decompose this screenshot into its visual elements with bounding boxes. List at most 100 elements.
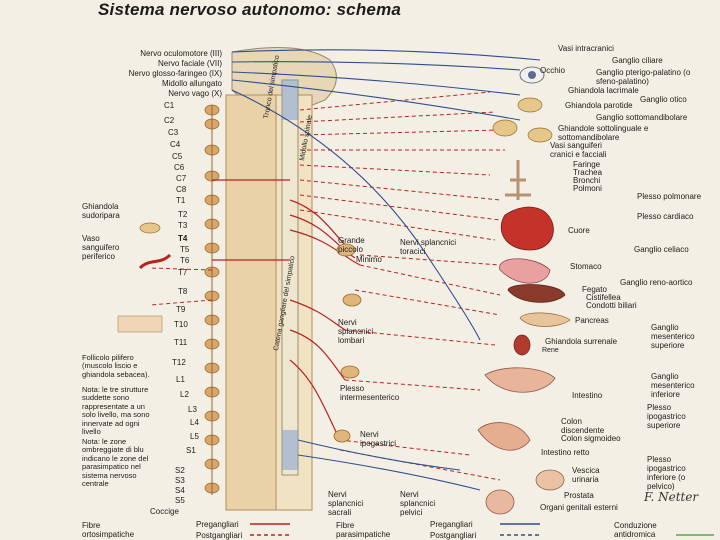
label-vago: Nervo vago (X) (168, 89, 222, 98)
label-nervi-splancnici-pelvici: Nervi splancnici pelvici (400, 490, 436, 517)
label-stomaco: Stomaco (570, 262, 602, 271)
label-trachea: Trachea (573, 168, 603, 177)
label-minimo: Minimo (356, 255, 382, 264)
label-prostata: Prostata (564, 491, 594, 500)
label-piccolo: piccolo (338, 245, 363, 254)
label-vasi-cranici: Vasi sanguiferi cranici e facciali (550, 141, 607, 159)
label-ganglio-celiaco: Ganglio celiaco (634, 245, 689, 254)
level-label: C3 (168, 128, 179, 137)
label-ganglio-mesenterico-superiore: Ganglio mesenterico superiore (651, 323, 695, 350)
level-label: C2 (164, 116, 175, 125)
label-nervi-splancnici-sacrali: Nervi splancnici sacrali (328, 490, 364, 517)
level-label: L3 (188, 405, 197, 414)
level-label: T1 (176, 196, 186, 205)
label-ghiandola-sudoripara: Ghiandola sudoripara (82, 202, 120, 220)
label-glossofaringeo: Nervo glosso-faringeo (IX) (128, 69, 222, 78)
label-ghiandole-sottolinguale: Ghiandole sottolinguale e sottomandibola… (558, 124, 649, 142)
level-label: C4 (170, 140, 181, 149)
label-occhio: Occhio (540, 66, 565, 75)
label-polmoni: Polmoni (573, 184, 602, 193)
label-ghiandola-parotide: Ghiandola parotide (565, 101, 633, 110)
label-follicolo: Follicolo pilifero (muscolo liscio e ghi… (82, 353, 150, 379)
label-fegato: Fegato (582, 285, 607, 294)
label-plesso-ipogastrico-superiore: Plesso ipogastrico superiore (647, 403, 686, 430)
label-faringe: Faringe (573, 160, 601, 169)
label-plesso-intermesenterico: Plesso intermesenterico (340, 384, 400, 402)
label-ganglio-pterigo: Ganglio pterigo-palatino (o sfeno-palati… (596, 68, 691, 86)
label-cistifellea: Cistifellea (586, 293, 621, 302)
label-vescica-urinaria: Vescica urinaria (572, 466, 600, 484)
label-pancreas: Pancreas (575, 316, 609, 325)
label-ganglio-sottomandibolare: Ganglio sottomandibolare (596, 113, 688, 122)
peripheral-ganglia (333, 243, 362, 443)
label-grande: Grande (338, 236, 365, 245)
legend-fibre-ortosimpatiche: Fibre ortosimpatiche (82, 521, 135, 539)
level-label: T4 (178, 234, 188, 243)
label-organi-genitali: Organi genitali esterni (540, 503, 618, 512)
label-plesso-ipogastrico-inferiore: Plesso ipogastrico inferiore (o pelvico) (647, 455, 686, 491)
legend-postgangliari-para: Postgangliari (430, 531, 477, 540)
legend-fibre-parasimpatiche: Fibre parasimpatiche (336, 521, 391, 539)
label-nervi-ipogastrici: Nervi ipogastrici (360, 430, 397, 448)
label-midollo-allungato: Midollo allungato (161, 79, 222, 88)
label-bronchi: Bronchi (573, 176, 601, 185)
level-label: T9 (176, 305, 186, 314)
label-ganglio-mesenterico-inferiore: Ganglio mesenterico inferiore (651, 372, 695, 399)
legend-conduzione-antidromica: Conduzione antidromica (614, 521, 657, 539)
label-ganglio-ciliare: Ganglio ciliare (612, 56, 663, 65)
level-label: T3 (178, 221, 188, 230)
artist-signature: F. Netter (644, 490, 699, 504)
level-label: C1 (164, 101, 175, 110)
level-label: S2 (175, 466, 185, 475)
page-title: Sistema nervoso autonomo: schema (98, 0, 402, 19)
level-label: Coccige (150, 507, 179, 516)
level-label: L1 (176, 375, 185, 384)
level-label: L4 (190, 418, 199, 427)
label-colon-sigmoideo: Colon sigmoideo (561, 434, 621, 443)
legend-pregangliari-orto: Pregangliari (196, 520, 239, 529)
label-condotti-biliari: Condotti biliari (586, 301, 637, 310)
label-oculomotore: Nervo oculomotore (III) (140, 49, 222, 58)
level-label: L5 (190, 432, 199, 441)
legend-postgangliari-orto: Postgangliari (196, 531, 243, 540)
note-zone-ombreggiate: Nota: le zone ombreggiate di blu indican… (82, 437, 149, 489)
level-label: T7 (178, 268, 188, 277)
level-label: C7 (176, 174, 187, 183)
level-label: T11 (174, 338, 188, 347)
level-label: T6 (180, 256, 190, 265)
level-label: T2 (178, 210, 188, 219)
label-rene: Rene (542, 347, 559, 354)
level-label: S1 (186, 446, 196, 455)
label-nervi-splancnici-toracici: Nervi splancnici toracici (400, 238, 457, 256)
label-ghiandola-lacrimale: Ghiandola lacrimale (568, 86, 639, 95)
sympathetic-postganglionic (149, 91, 505, 481)
label-ganglio-reno-aortico: Ganglio reno-aortico (620, 278, 693, 287)
label-vaso-sanguifero: Vaso sanguifero periferico (82, 234, 120, 261)
level-label: S4 (175, 486, 185, 495)
label-faciale: Nervo faciale (VII) (157, 59, 222, 68)
level-label: T10 (174, 320, 188, 329)
legend-pregangliari-para: Pregangliari (430, 520, 473, 529)
level-label: T12 (172, 358, 186, 367)
level-label: T5 (180, 245, 190, 254)
label-plesso-cardiaco: Plesso cardiaco (637, 212, 694, 221)
level-label: S5 (175, 496, 185, 505)
legend-lines (250, 523, 714, 536)
parasympathetic-zone-sacral (282, 430, 298, 470)
organs (477, 66, 571, 515)
parasympathetic-zone-cranial (282, 80, 298, 120)
label-nervi-splancnici-lombari: Nervi splancnici lombari (338, 318, 374, 345)
level-label: L2 (180, 390, 189, 399)
label-cuore: Cuore (568, 226, 590, 235)
parasympathetic-fibres (231, 49, 541, 491)
label-plesso-polmonare: Plesso polmonare (637, 192, 702, 201)
label-vasi-intracranici: Vasi intracranici (558, 44, 614, 53)
peripheral-structures (117, 222, 172, 333)
level-label: C8 (176, 185, 187, 194)
label-ghiandola-surrenale: Ghiandola surrenale (545, 337, 618, 346)
label-ganglio-otico: Ganglio otico (640, 95, 687, 104)
level-label: C6 (174, 163, 185, 172)
level-label: C5 (172, 152, 183, 161)
